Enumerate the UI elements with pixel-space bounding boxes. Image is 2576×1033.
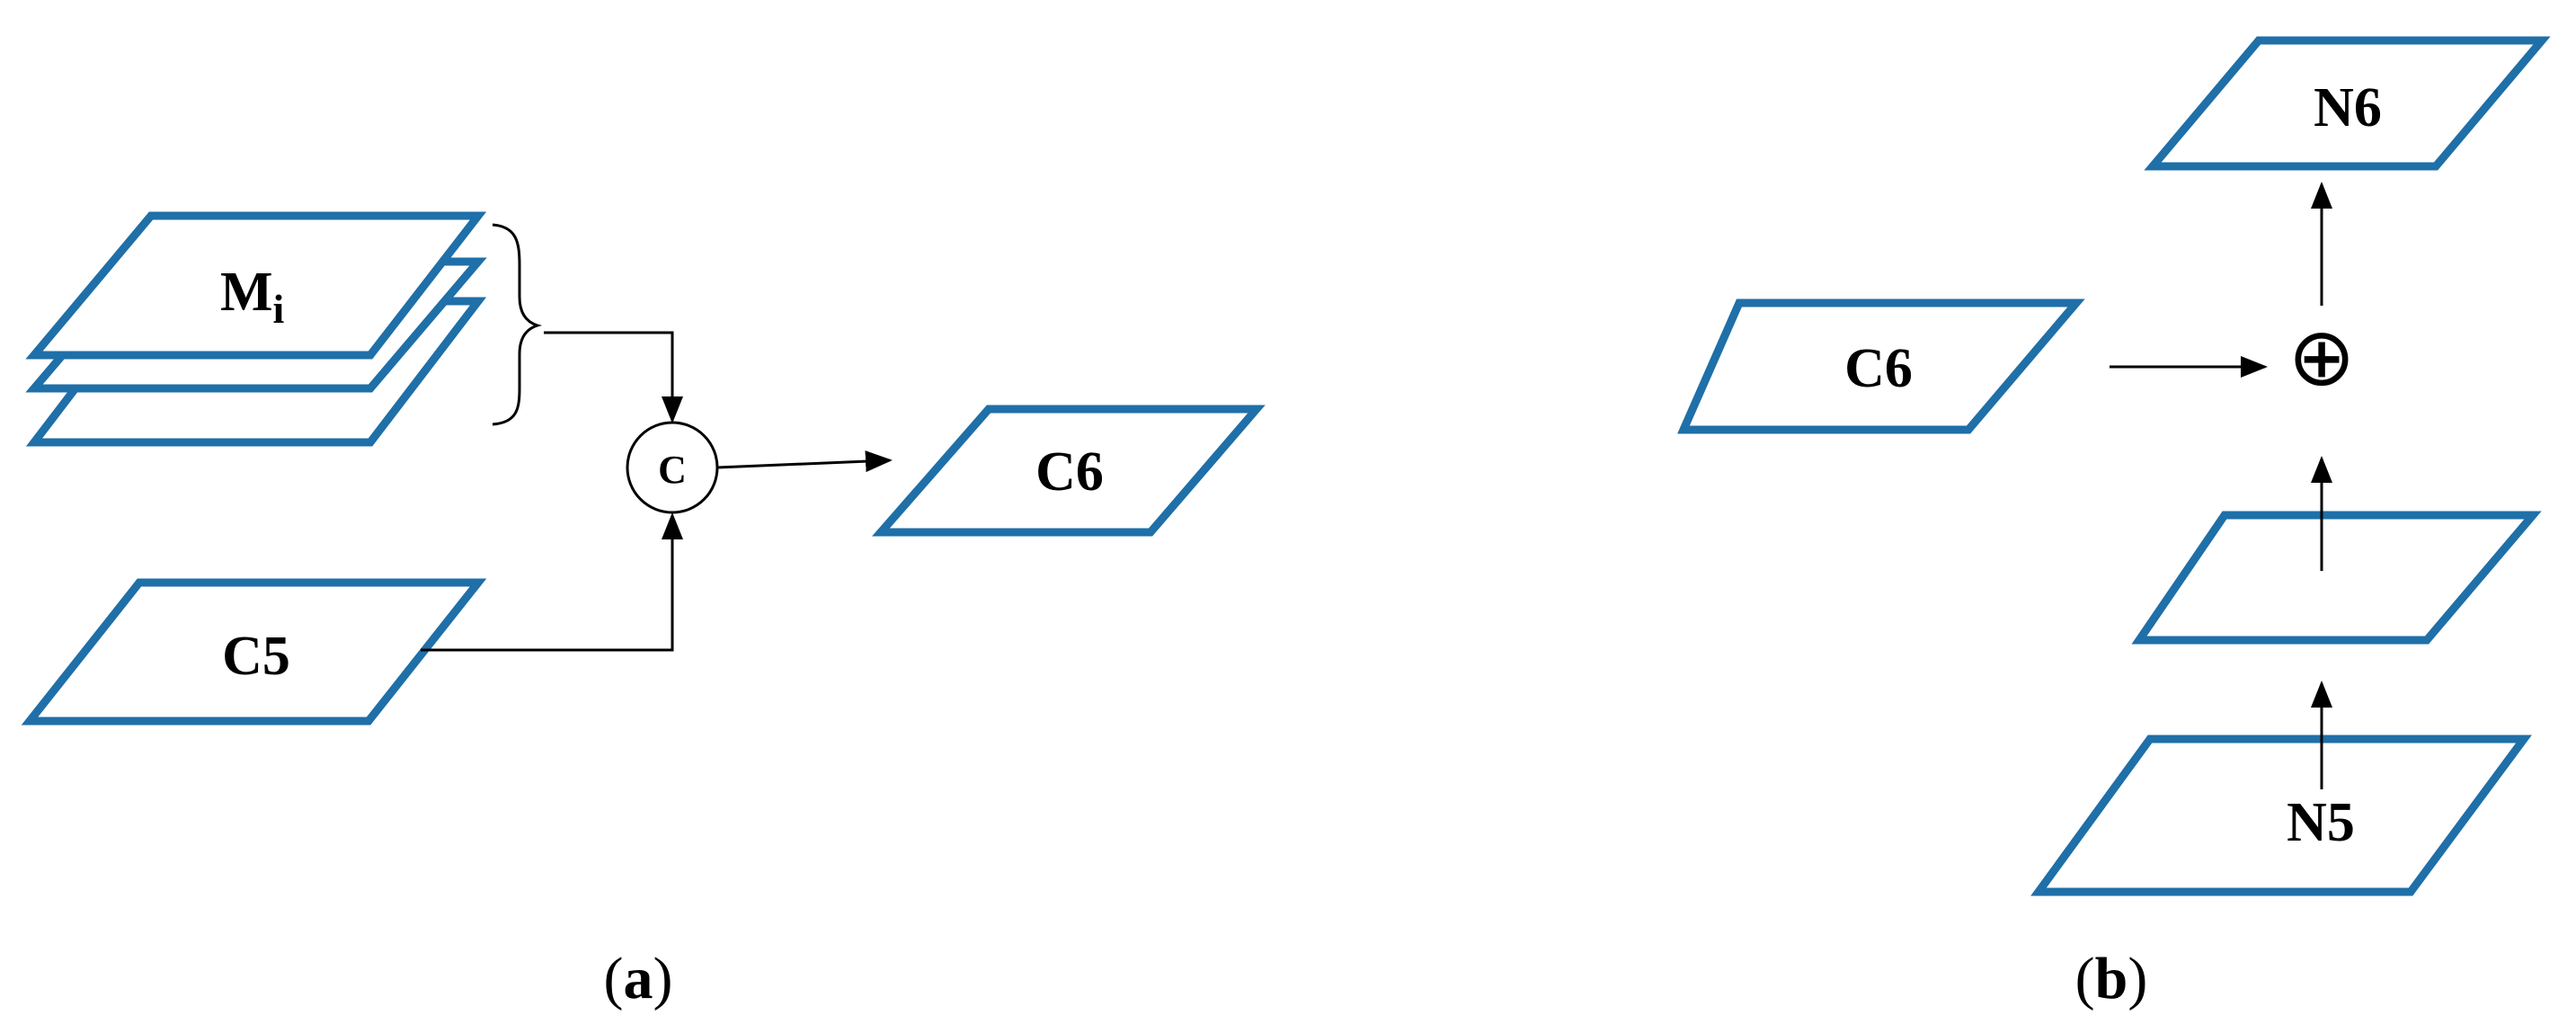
concat-to-c6-arrow (716, 450, 893, 473)
c6-input-label: C6 (1844, 338, 1913, 399)
feature-map-middle (2131, 511, 2542, 645)
c5-to-concat-arrow (421, 512, 683, 652)
feature-map-c5-shape (21, 578, 487, 726)
stack-label: Mi (220, 262, 285, 332)
c6-output-label: C6 (1035, 441, 1104, 503)
add-node: ⊕ (2287, 310, 2355, 405)
concat-symbol: C (658, 448, 687, 492)
caption-b-close: ) (2127, 946, 2147, 1011)
panel-a: Mi C C5 C6 (a) (21, 211, 1266, 1011)
feature-map-c6-input-shape (1677, 298, 2085, 434)
feature-map-middle-shape (2131, 511, 2542, 645)
feature-map-c6-output-shape (872, 405, 1266, 537)
stack-label-subscript: i (273, 286, 285, 332)
feature-map-stack: Mi (25, 211, 487, 447)
caption-a-open: ( (604, 946, 624, 1011)
add-symbol: ⊕ (2287, 310, 2355, 405)
feature-map-n5-shape (2030, 735, 2532, 896)
stack-label-main: M (220, 262, 273, 323)
caption-b-open: ( (2075, 946, 2095, 1011)
feature-map-n6: N6 (2144, 36, 2551, 171)
c5-label: C5 (222, 626, 290, 687)
stack-brace (492, 223, 543, 426)
caption-a: (a) (604, 946, 673, 1011)
panel-b: N6 ⊕ C6 N5 (b) (1677, 36, 2551, 1011)
feature-map-n5: N5 (2030, 735, 2532, 896)
feature-map-c6-output: C6 (872, 405, 1266, 537)
feature-map-stack-front (25, 211, 487, 360)
concat-node: C (626, 421, 719, 514)
n5-label: N5 (2287, 792, 2355, 853)
caption-a-letter: a (624, 946, 653, 1011)
brace-to-concat-arrow (544, 331, 683, 423)
feature-map-c6-input: C6 (1677, 298, 2085, 434)
caption-a-close: ) (653, 946, 673, 1011)
feature-map-n6-shape (2144, 36, 2551, 171)
n6-label: N6 (2314, 77, 2382, 138)
caption-b-letter: b (2095, 946, 2128, 1011)
caption-b: (b) (2075, 946, 2148, 1011)
feature-map-c5: C5 (21, 578, 487, 726)
